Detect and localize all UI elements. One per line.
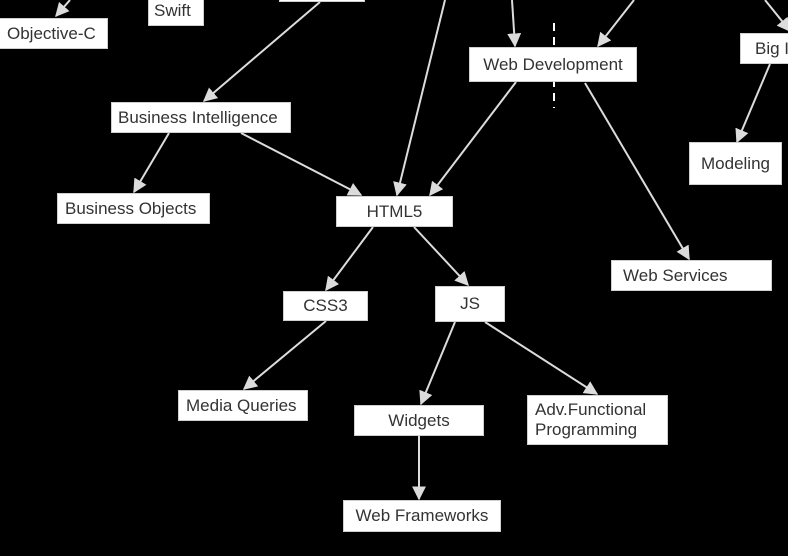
node-business-intelligence[interactable]: Business Intelligence (111, 102, 291, 133)
node-adv-functional-programming[interactable]: Adv.Functional Programming (527, 395, 668, 445)
edge-js-to-widgets (419, 321, 456, 406)
edge-js-to-adv-functional (484, 321, 599, 395)
edge-big-to-modeling (735, 63, 771, 144)
edge-top-to-big (764, 0, 788, 33)
edge-business-intelligence-to-business-objects (133, 132, 170, 194)
node-web-development[interactable]: Web Development (469, 47, 637, 82)
edge-top-to-objective-c (55, 0, 71, 18)
node-swift[interactable]: Swift (148, 0, 204, 26)
edge-web-development-to-html5 (429, 81, 517, 197)
node-js[interactable]: JS (435, 286, 505, 322)
edge-css3-to-media-queries (242, 320, 327, 390)
edge-top-to-html5 (393, 0, 446, 197)
node-modeling[interactable]: Modeling (689, 142, 782, 185)
node-objective-c[interactable]: Objective-C (0, 18, 108, 49)
node-widgets[interactable]: Widgets (354, 405, 484, 436)
edge-top-to-business-intelligence (202, 1, 321, 102)
node-top-fragment[interactable] (279, 0, 365, 2)
node-media-queries[interactable]: Media Queries (178, 390, 308, 421)
node-big[interactable]: Big I (740, 33, 788, 64)
edge-html5-to-css3 (325, 226, 374, 292)
node-business-objects[interactable]: Business Objects (57, 193, 210, 224)
edge-top-to-web-development-right (597, 0, 635, 48)
edge-business-intelligence-to-html5 (240, 132, 363, 196)
node-web-frameworks[interactable]: Web Frameworks (343, 500, 501, 532)
node-css3[interactable]: CSS3 (283, 291, 368, 321)
edge-web-development-to-web-services (584, 82, 690, 261)
edge-top-to-web-development (507, 0, 522, 48)
node-web-services[interactable]: Web Services (611, 260, 772, 291)
node-html5[interactable]: HTML5 (336, 196, 453, 227)
edge-html5-to-js (413, 226, 469, 287)
